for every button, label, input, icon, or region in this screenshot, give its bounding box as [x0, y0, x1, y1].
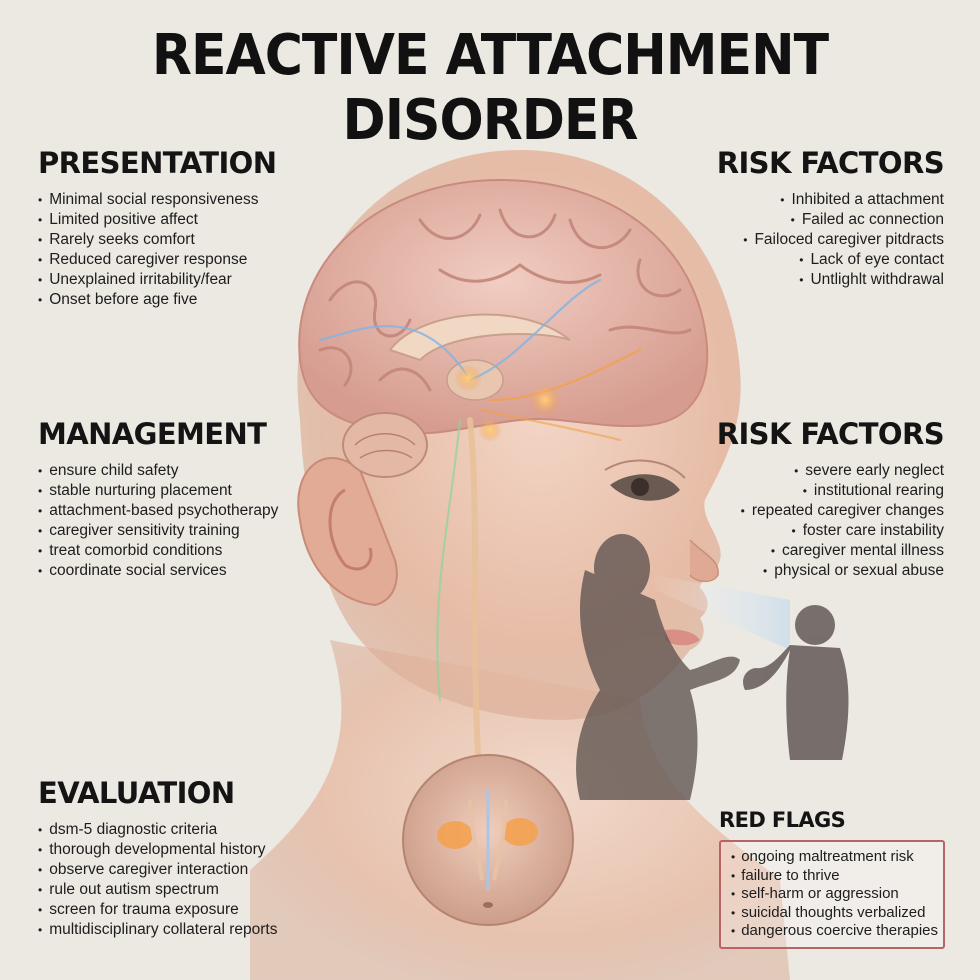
list-item: thorough developmental history [38, 840, 277, 860]
evaluation-heading: EVALUATION [38, 776, 235, 810]
red-flags-section: RED FLAGS ongoing maltreatment risk fail… [719, 808, 945, 949]
list-item: ongoing maltreatment risk [731, 848, 933, 867]
mouth-icon [665, 629, 700, 646]
list-item: Minimal social responsiveness [38, 190, 276, 210]
list-item: Onset before age five [38, 290, 276, 310]
list-item: rule out autism spectrum [38, 880, 277, 900]
list-item: screen for trauma exposure [38, 900, 277, 920]
management-heading: MANAGEMENT [38, 417, 267, 451]
list-item: observe caregiver interaction [38, 860, 277, 880]
list-item: suicidal thoughts verbalized [731, 904, 933, 923]
list-item: treat comorbid conditions [38, 541, 278, 561]
list-item: ensure child safety [38, 461, 278, 481]
list-item: physical or sexual abuse [717, 561, 944, 581]
risk-factors-mid-heading: RISK FACTORS [716, 417, 945, 451]
list-item: coordinate social services [38, 561, 278, 581]
gaze-beam [655, 575, 790, 650]
list-item: repeated caregiver changes [717, 501, 944, 521]
list-item: attachment-based psychotherapy [38, 501, 278, 521]
risk-factors-top-heading: RISK FACTORS [716, 146, 945, 180]
list-item: foster care instability [717, 521, 944, 541]
list-item: failure to thrive [731, 867, 933, 886]
list-item: Limited positive affect [38, 210, 276, 230]
list-item: institutional rearing [717, 481, 944, 501]
list-item: Inhibited a attachment [717, 190, 944, 210]
list-item: Lack of eye contact [717, 250, 944, 270]
list-item: dangerous coercive therapies [731, 922, 938, 941]
page-title: REACTIVE ATTACHMENT DISORDER [151, 23, 829, 153]
list-item: Failoced caregiver pitdracts [717, 230, 944, 250]
list-item: Rarely seeks comfort [38, 230, 276, 250]
list-item: multidisciplinary collateral reports [38, 920, 277, 940]
list-item: Unexplained irritability/fear [38, 270, 276, 290]
presentation-section: PRESENTATION Minimal social responsivene… [38, 146, 277, 310]
red-flags-box: ongoing maltreatment risk failure to thr… [719, 840, 945, 949]
list-item: Reduced caregiver response [38, 250, 276, 270]
cerebellum-icon [342, 412, 428, 478]
list-item: dsm-5 diagnostic criteria [38, 820, 277, 840]
presentation-heading: PRESENTATION [38, 146, 277, 180]
red-flags-heading: RED FLAGS [719, 808, 846, 832]
abdomen-inset-icon [402, 754, 574, 926]
management-section: MANAGEMENT ensure child safety stable nu… [38, 417, 278, 581]
ear-icon [297, 457, 398, 607]
risk-factors-mid-section: RISK FACTORS severe early neglect instit… [716, 417, 945, 581]
list-item: caregiver mental illness [717, 541, 944, 561]
list-item: caregiver sensitivity training [38, 521, 278, 541]
list-item: Untlighlt withdrawal [717, 270, 944, 290]
risk-factors-top-section: RISK FACTORS Inhibited a attachment Fail… [716, 146, 945, 290]
list-item: self-harm or aggression [731, 885, 933, 904]
mother-silhouette [576, 534, 740, 800]
child-silhouette [743, 605, 849, 760]
evaluation-section: EVALUATION dsm-5 diagnostic criteria tho… [38, 776, 277, 940]
list-item: Failed ac connection [717, 210, 944, 230]
list-item: stable nurturing placement [38, 481, 278, 501]
list-item: severe early neglect [717, 461, 944, 481]
